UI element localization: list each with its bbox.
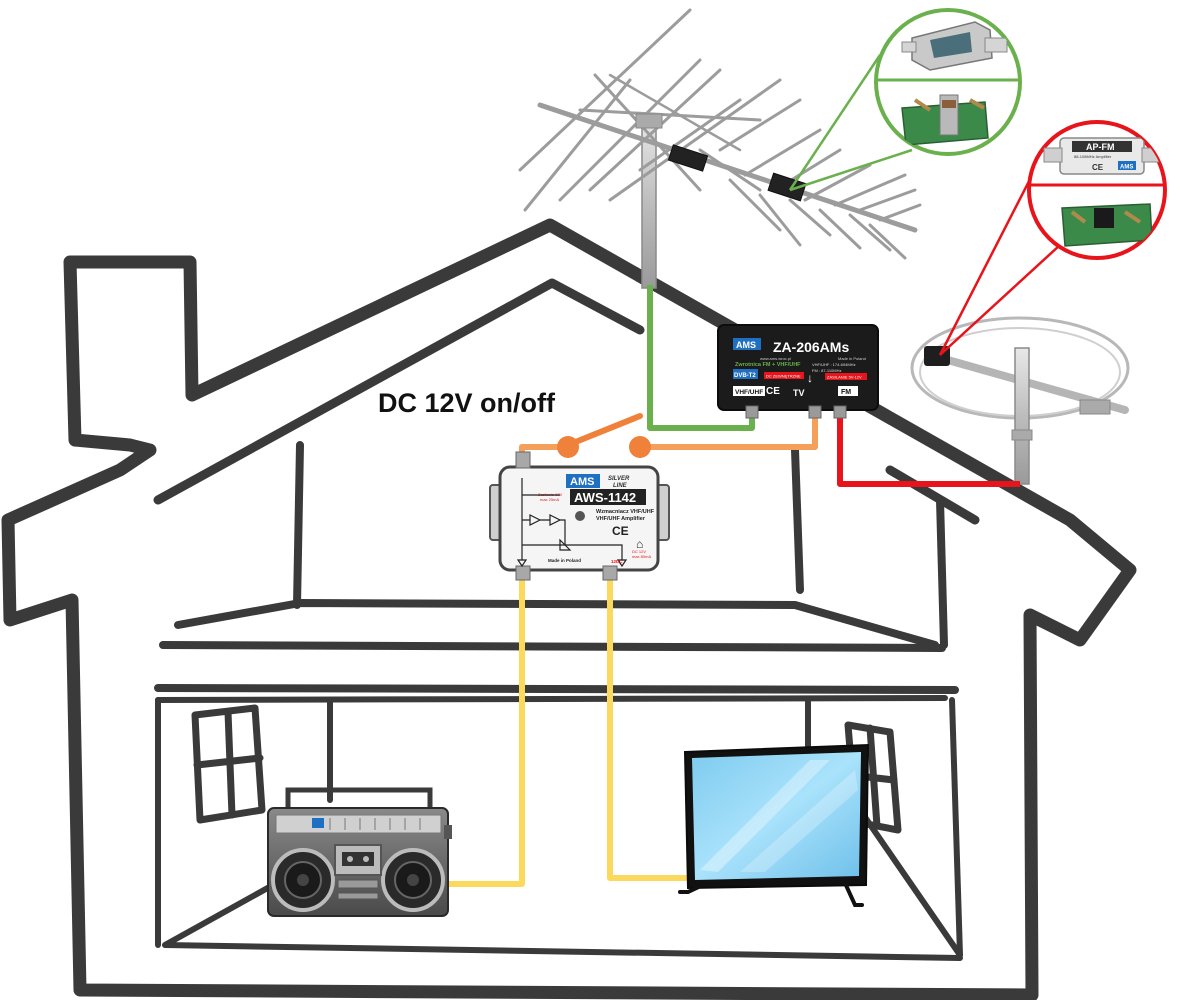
ap-fm-model: AP-FM <box>1086 142 1115 152</box>
attic-floor <box>159 599 946 652</box>
splitter-dc-pass: DC ZEWNĘTRZNE <box>766 374 801 379</box>
attic-left-wall <box>293 441 304 609</box>
tv-antenna <box>518 8 922 289</box>
window-left <box>191 704 266 824</box>
amplifier-desc-1: Wzmacniacz VHF/UHF <box>596 509 655 515</box>
amplifier-made-in: Made in Poland <box>548 558 581 563</box>
splitter-arrow-icon: ↓ <box>807 371 813 385</box>
amplifier-power-1: DC 12V <box>632 549 646 554</box>
amplifier-logo: AMS <box>570 476 594 488</box>
amplifier-series-1: SILVER <box>608 476 630 482</box>
splitter-badge: DVB-T2 <box>734 373 756 379</box>
splitter-port-vhfuhf: VHF/UHF <box>735 389 763 396</box>
ap-fm-logo: AMS <box>1120 165 1133 171</box>
attic-far-right-wall <box>936 496 948 649</box>
splitter-dc-note: ZASILANIE 5V-12V <box>827 375 862 380</box>
ap-fm-ce: CE <box>1092 163 1104 172</box>
amplifier-ce: CE <box>612 524 629 538</box>
amplifier-aws1142: AMS SILVER LINE AWS-1142 Zasilanie 12V m… <box>489 451 670 581</box>
splitter-made-in: Made in Poland <box>838 356 866 361</box>
amplifier-series-2: LINE <box>613 483 628 489</box>
splitter-port-fm: FM <box>841 389 851 396</box>
amplifier-dc-note: 12DC <box>611 559 623 564</box>
splitter-ce: CE <box>766 386 780 397</box>
tv-stand-left <box>678 882 707 894</box>
amplifier-home-icon: ⌂ <box>636 537 643 551</box>
fm-antenna-mast <box>1014 347 1030 485</box>
splitter-spec-vhf: VHF/UHF : 174-694MHz <box>812 362 856 367</box>
inset-antenna-amplifier <box>788 8 1022 192</box>
tv-screen <box>692 752 861 880</box>
dc-switch <box>557 413 651 458</box>
television <box>678 743 870 907</box>
tv-stand-right <box>843 881 864 907</box>
splitter-spec-fm: FM : 87-110MHz <box>812 368 842 373</box>
antenna-clamp <box>667 144 709 172</box>
amplifier-schematic <box>516 478 628 568</box>
cable-red-fm <box>837 405 1020 487</box>
amplifier-supply-2: max 25mA <box>540 497 559 502</box>
antenna-amp-box <box>767 172 807 202</box>
switch-contact-right <box>629 436 651 458</box>
fm-antenna <box>910 316 1130 485</box>
ground-floor-ceiling <box>154 684 959 694</box>
cable-yellow-tv <box>607 575 690 881</box>
splitter-za206ams: AMS ZA-206AMs www.ams.wroc.pl Made in Po… <box>717 324 879 419</box>
switch-contact-left <box>557 436 579 458</box>
splitter-subtitle: Zwrotnica FM + VHF/UHF <box>735 362 801 368</box>
amplifier-model: AWS-1142 <box>574 490 636 505</box>
boombox-radio <box>267 787 452 917</box>
room-right-wall <box>949 697 963 958</box>
house-outline <box>1 218 1137 1000</box>
amplifier-power-2: max 80mA <box>632 554 651 559</box>
splitter-port-tv: TV <box>793 388 805 398</box>
house-outer-wall <box>1 218 1137 1000</box>
attic-right-wall <box>791 446 804 594</box>
room-back-top <box>155 695 948 703</box>
switch-label: DC 12V on/off <box>378 388 556 418</box>
splitter-web: www.ams.wroc.pl <box>760 356 791 361</box>
house-inner-roof <box>153 278 980 525</box>
splitter-model: ZA-206AMs <box>773 339 849 355</box>
ap-fm-spec: 88-108MHz Amplifier <box>1074 154 1112 159</box>
splitter-logo: AMS <box>736 340 756 350</box>
cable-yellow-radio <box>448 575 525 887</box>
amplifier-desc-2: VHF/UHF Amplifier <box>596 516 646 522</box>
